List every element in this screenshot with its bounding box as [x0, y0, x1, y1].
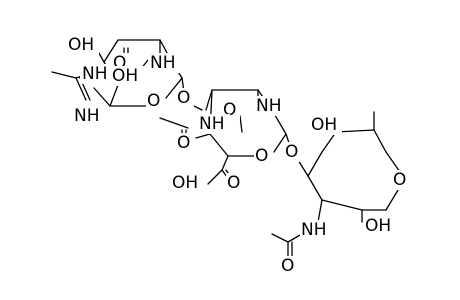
bond: [165, 77, 183, 99]
atom-label-nh: NH: [150, 53, 176, 73]
atom-label-oh: OH: [68, 35, 94, 55]
atom-label-o: O: [177, 133, 190, 153]
bond: [205, 89, 213, 111]
atom-label-o: O: [285, 142, 298, 162]
bond: [307, 151, 323, 177]
bond: [297, 159, 309, 177]
atom-label-o: O: [393, 170, 406, 190]
atom-label-oh: OH: [311, 115, 337, 135]
bond: [93, 87, 111, 107]
bond: [51, 71, 77, 79]
bond: [159, 117, 189, 129]
bond: [75, 77, 87, 101]
bond: [335, 129, 375, 133]
bond: [321, 199, 363, 211]
atom-label-o: O: [147, 91, 160, 111]
atom-label-nh: NH: [256, 96, 282, 116]
atom-label-oh: OH: [172, 173, 198, 193]
atom-label-nh: NH: [74, 106, 100, 126]
bond: [273, 133, 287, 153]
bond: [271, 233, 289, 243]
bond: [317, 199, 323, 223]
atom-label-nh: NH: [199, 114, 225, 134]
bond: [287, 233, 303, 243]
bond: [221, 155, 229, 171]
atom-label-oh: OH: [365, 216, 391, 236]
bond: [109, 84, 119, 107]
atom-label-o: O: [255, 146, 268, 166]
bond: [195, 133, 211, 139]
bond: [239, 115, 243, 133]
bond: [209, 133, 229, 157]
bond: [385, 151, 401, 173]
atom-label-o: O: [281, 256, 294, 276]
atom-label-nh: NH: [82, 64, 108, 84]
atom-label-nh: NH: [301, 220, 327, 240]
bond: [207, 169, 223, 185]
atom-labels: OH NH O NH OH O NH O NH O NH O OH O O O: [67, 35, 410, 276]
bond: [373, 129, 387, 153]
bond: [321, 131, 337, 153]
bond: [385, 189, 399, 211]
bond: [103, 39, 119, 63]
bond: [307, 175, 323, 201]
atom-label-oh: OH: [112, 66, 138, 86]
atom-label-o: O: [177, 88, 190, 108]
atom-label-o: O: [227, 173, 240, 193]
